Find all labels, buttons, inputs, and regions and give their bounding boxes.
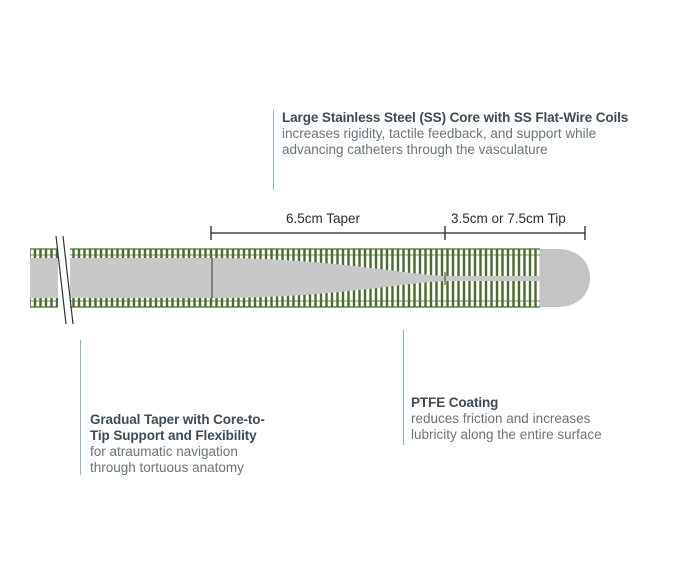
tip-length-label: 3.5cm or 7.5cm Tip — [451, 211, 566, 226]
core-callout: Large Stainless Steel (SS) Core with SS … — [282, 110, 687, 158]
tapered-core — [30, 258, 545, 298]
break-mark — [55, 235, 74, 325]
taper-callout-line — [80, 340, 81, 475]
core-callout-desc-2: advancing catheters through the vasculat… — [282, 142, 548, 157]
core-callout-title: Large Stainless Steel (SS) Core with SS … — [282, 110, 629, 125]
taper-length-label: 6.5cm Taper — [286, 211, 361, 226]
taper-callout: Gradual Taper with Core-to- Tip Support … — [90, 412, 320, 476]
ptfe-callout: PTFE Coating reduces friction and increa… — [411, 395, 671, 443]
core-callout-line — [273, 110, 274, 190]
ptfe-callout-line — [403, 330, 404, 445]
ptfe-callout-desc-1: reduces friction and increases — [411, 411, 591, 426]
dimension-bar — [210, 226, 586, 240]
ptfe-callout-desc-2: lubricity along the entire surface — [411, 427, 602, 442]
rounded-tip — [540, 249, 590, 307]
taper-callout-title-1: Gradual Taper with Core-to- — [90, 412, 265, 427]
taper-callout-desc-2: through tortuous anatomy — [90, 460, 244, 475]
taper-callout-title-2: Tip Support and Flexibility — [90, 428, 257, 443]
ptfe-callout-title: PTFE Coating — [411, 395, 499, 410]
taper-callout-desc-1: for atraumatic navigation — [90, 444, 238, 459]
core-callout-desc-1: increases rigidity, tactile feedback, an… — [282, 126, 597, 141]
